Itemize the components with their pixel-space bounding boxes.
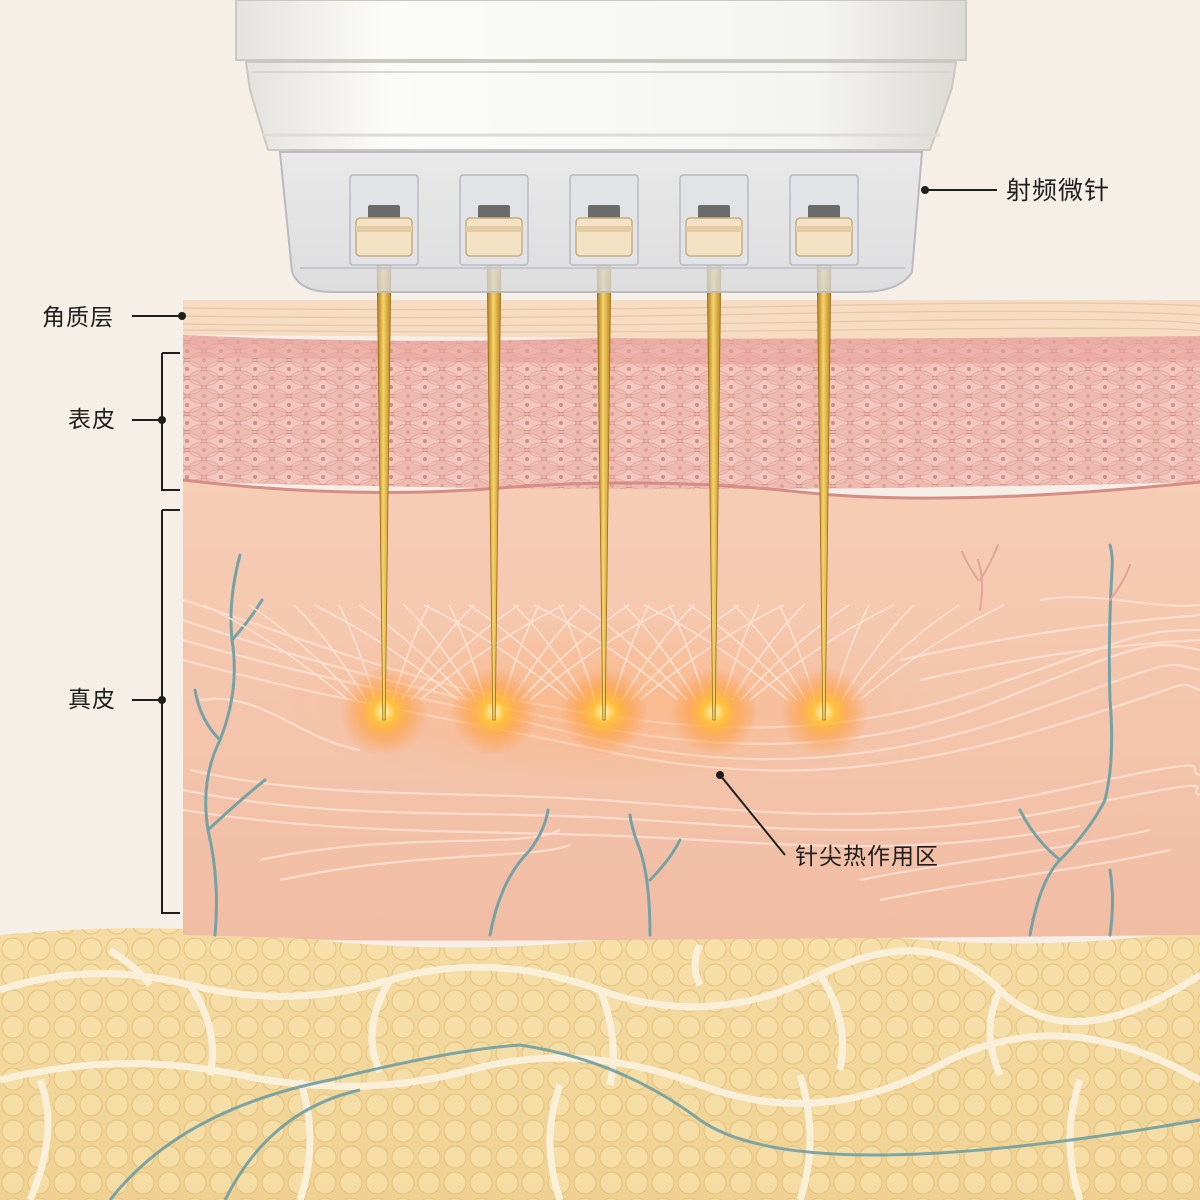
stratum-corneum-layer (183, 300, 1200, 339)
needle-mount (808, 205, 840, 219)
label-rf-microneedle: 射频微针 (1006, 176, 1111, 205)
needle-socket (575, 217, 633, 257)
needle-mount (368, 205, 400, 219)
needle-socket (465, 217, 523, 257)
leader-lines (132, 189, 997, 914)
epidermis-layer (183, 333, 1200, 500)
needle-mount (698, 205, 730, 219)
leader-dots (158, 186, 929, 779)
label-epidermis: 表皮 (68, 407, 116, 433)
needle-mount (478, 205, 510, 219)
needle-socket (685, 217, 743, 257)
needle-slots (349, 174, 859, 266)
needle-socket (355, 217, 413, 257)
label-heat-zone: 针尖热作用区 (795, 844, 939, 870)
label-dermis: 真皮 (68, 687, 116, 713)
subcutaneous-fat-layer (0, 928, 1200, 1200)
rf-microneedle-device (235, 0, 967, 293)
label-stratum-corneum: 角质层 (42, 305, 114, 331)
needle-array (376, 257, 832, 721)
needle-mount (588, 205, 620, 219)
needle-socket (795, 217, 853, 257)
